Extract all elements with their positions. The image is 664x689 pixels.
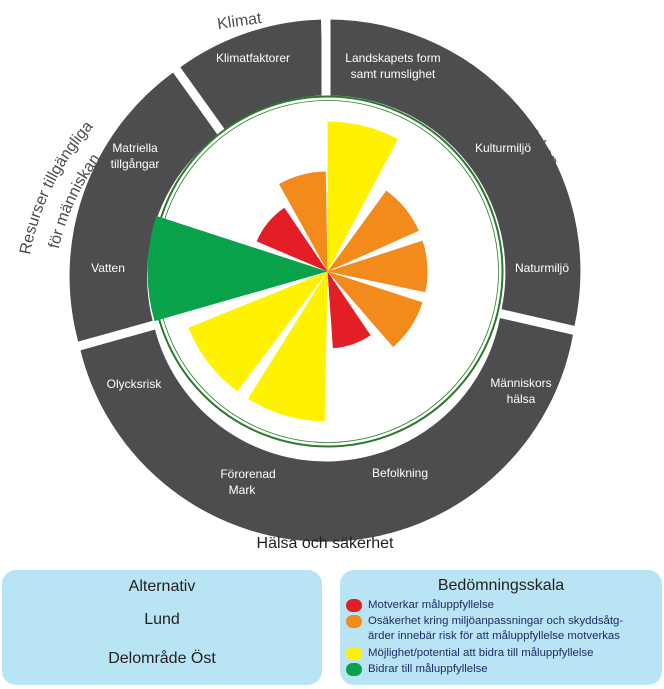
ring-group-resurser	[69, 70, 222, 346]
legend-text: Motverkar måluppfyllelse	[368, 599, 494, 611]
petal-matriella-tillgangar	[256, 207, 328, 272]
petal-naturmiljo	[327, 240, 428, 293]
ring-group-klimat	[176, 19, 323, 133]
label-landskapets-form-2: samt rumslighet	[351, 67, 436, 81]
legend-swatch-green	[346, 663, 362, 676]
legend-item-orange: Osäkerhet kring miljöanpassningar och sk…	[346, 614, 623, 644]
legend-swatch-yellow	[346, 647, 362, 660]
legend-text-cont: ärder innebär risk för att måluppfyllels…	[368, 630, 620, 642]
label-manniskors-2: hälsa	[507, 392, 536, 406]
label-matriella-2: tillgångar	[111, 157, 160, 171]
outer-ring	[69, 12, 583, 542]
label-matriella-1: Matriella	[112, 141, 158, 155]
label-naturmiljo: Naturmiljö	[515, 261, 569, 275]
ring-title-klimat: Klimat	[216, 10, 263, 33]
alternative-area: Delområde Öst	[108, 650, 216, 667]
petal-fororenad-mark	[248, 271, 328, 422]
legend-item-red: Motverkar måluppfyllelse	[346, 598, 494, 613]
legend-text: Osäkerhet kring miljöanpassningar och sk…	[368, 615, 624, 627]
label-fororenad-1: Förorenad	[220, 467, 275, 481]
petal-manniskors-halsa	[327, 271, 423, 347]
label-klimatfaktorer: Klimatfaktorer	[216, 51, 290, 65]
legend-item-green: Bidrar till måluppfyllelse	[346, 662, 488, 677]
label-befolkning: Befolkning	[372, 466, 428, 480]
alternative-label: Alternativ	[128, 578, 196, 595]
petal-klimatfaktorer	[279, 171, 328, 272]
petal-olycksrisk	[188, 271, 328, 392]
rating-petals	[147, 121, 428, 422]
legend-swatch-red	[346, 599, 362, 612]
label-vatten: Vatten	[91, 261, 125, 275]
label-kulturmiljo: Kulturmiljö	[475, 141, 531, 155]
label-landskapets-form-1: Landskapets form	[345, 51, 440, 65]
alternative-name: Lund	[144, 611, 180, 628]
ring-group-halsa	[79, 311, 575, 542]
legend-text: Bidrar till måluppfyllelse	[368, 663, 488, 675]
label-manniskors-1: Människors	[490, 376, 551, 390]
ring-title-halsa: Hälsa och säkerhet	[257, 535, 395, 552]
petal-befolkning	[327, 271, 371, 349]
petal-kulturmiljo	[327, 190, 419, 272]
label-olycksrisk: Olycksrisk	[107, 377, 163, 391]
scale-title: Bedömningsskala	[437, 577, 565, 594]
ring-group-landskap	[327, 19, 581, 327]
legend-text: Möjlighet/potential att bidra till målup…	[368, 647, 594, 659]
petal-landskapets-form	[327, 121, 398, 272]
legend-swatch-orange	[346, 615, 362, 628]
legend-item-yellow: Möjlighet/potential att bidra till målup…	[346, 646, 593, 661]
alternative-panel: Alternativ Lund Delområde Öst	[2, 570, 322, 685]
label-fororenad-2: Mark	[229, 483, 257, 497]
scale-panel: Bedömningsskala Motverkar måluppfyllelse…	[340, 570, 662, 685]
petal-vatten	[147, 215, 328, 322]
assessment-wheel: Klimat Landskap Resurser tillgängliga fö…	[17, 10, 583, 552]
